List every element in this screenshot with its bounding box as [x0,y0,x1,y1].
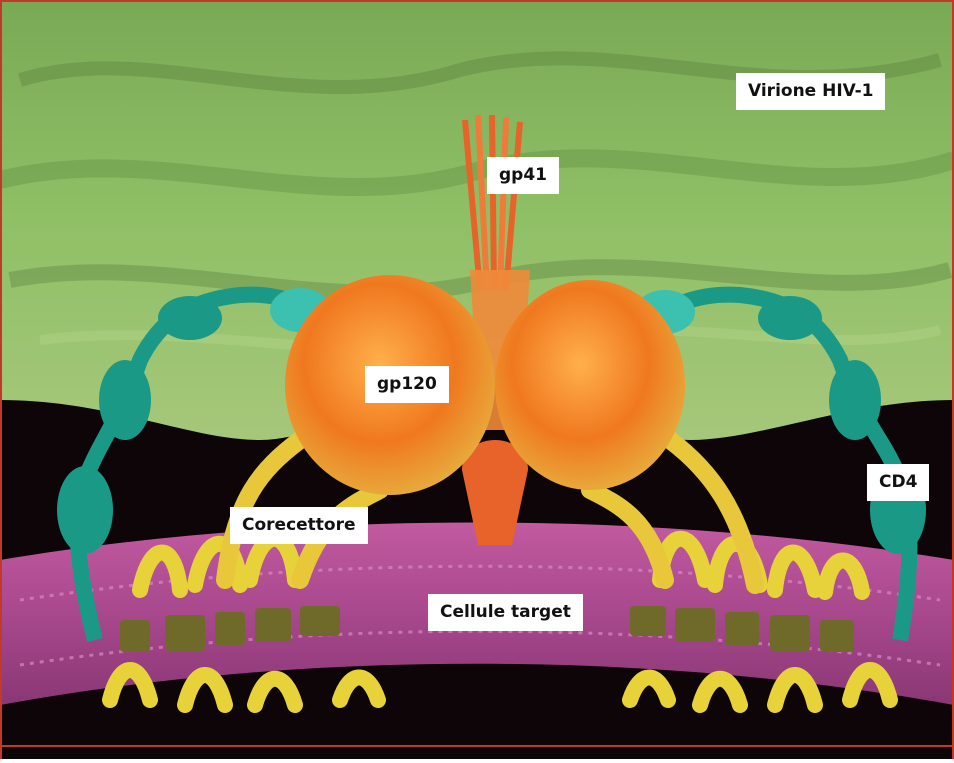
gp120-right [495,280,685,490]
label-virion: Virione HIV-1 [736,73,885,110]
label-cd4: CD4 [867,464,929,501]
frame-top [0,0,954,2]
label-target-cell: Cellule target [428,594,583,631]
label-coreceptor: Corecettore [230,507,368,544]
label-gp120: gp120 [365,366,449,403]
frame-left [0,0,2,759]
label-gp41: gp41 [487,157,559,194]
frame-bottom [0,745,954,747]
